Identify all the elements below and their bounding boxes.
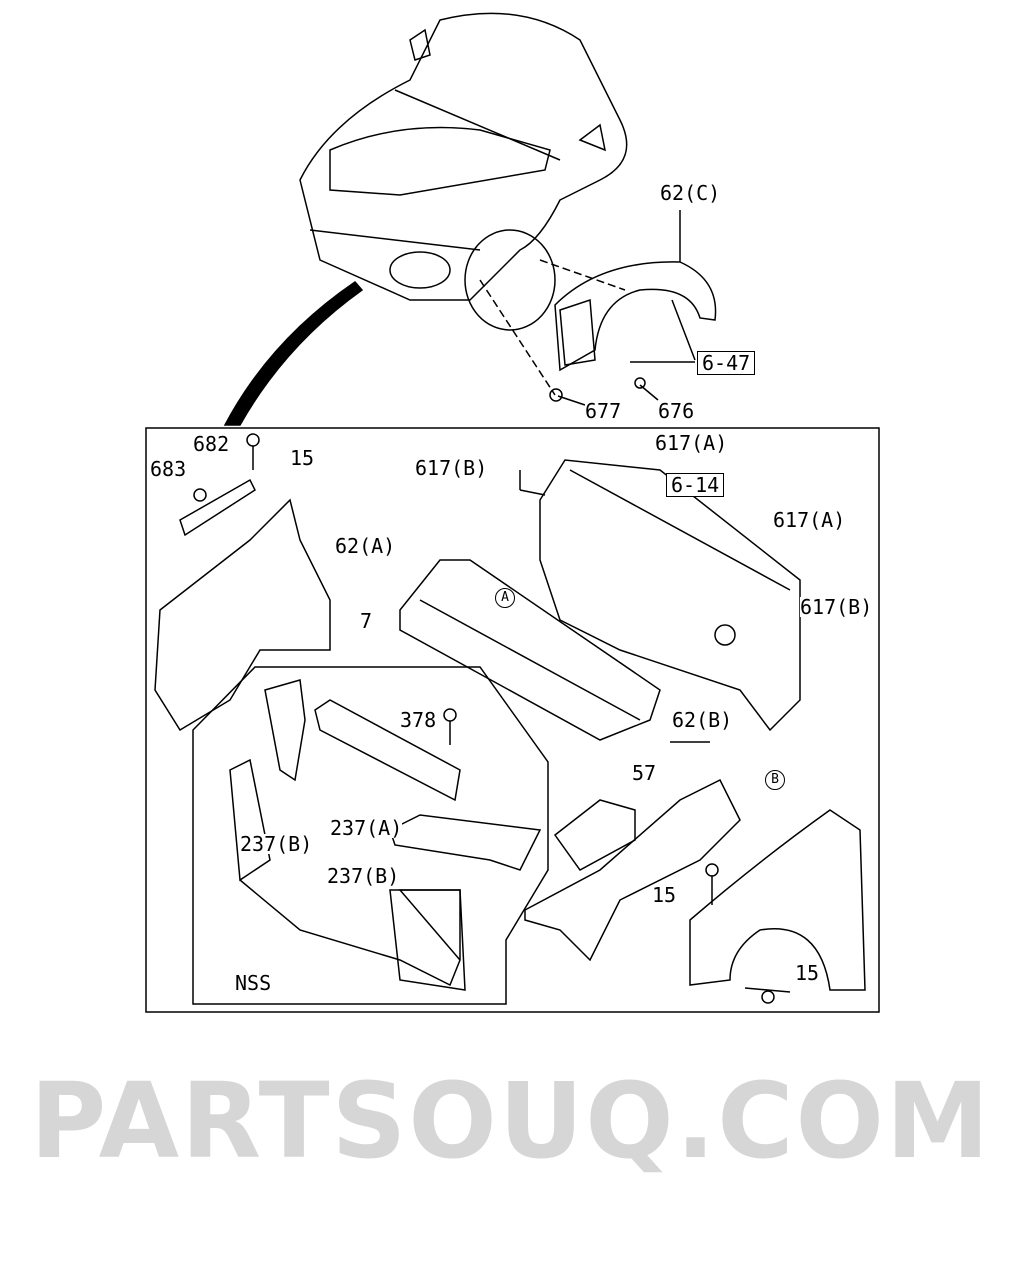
callout-62a: 62(A) [335,534,396,558]
fender-liner [479,210,717,406]
callout-b: B [765,770,785,790]
callout-682: 682 [193,432,230,456]
callout-15: 15 [795,961,820,985]
callout-617b: 617(B) [800,595,873,619]
callout-nss: NSS [235,971,272,995]
callout-617a: 617(A) [773,508,846,532]
inner-frame [192,666,549,1005]
callout-237a: 237(A) [330,816,403,840]
main-frame [145,427,880,1013]
front-fender [689,809,866,1004]
callout-237b: 237(B) [327,864,400,888]
pointer-arrow [223,281,364,426]
callout-677: 677 [585,399,622,423]
callout-62b: 62(B) [672,708,733,732]
front-apron-left [154,433,331,732]
callout-617b: 617(B) [415,456,488,480]
watermark: PARTSOUQ.COM [30,1060,992,1182]
callout-676: 676 [658,399,695,423]
callout-7: 7 [360,609,373,633]
callout-617a: 617(A) [655,431,728,455]
radiator-support-parts [229,679,542,991]
front-side-parts [524,741,741,962]
callout-57: 57 [632,761,657,785]
callout-a: A [495,588,515,608]
callout-6-47[interactable]: 6-47 [697,351,756,375]
callout-683: 683 [150,457,187,481]
callout-62c: 62(C) [660,181,721,205]
cowl-panel [399,559,661,741]
callout-15: 15 [652,883,677,907]
callout-237b: 237(B) [240,832,313,856]
callout-378: 378 [400,708,437,732]
callout-15: 15 [290,446,315,470]
dash-panel [519,459,801,732]
callout-6-14[interactable]: 6-14 [666,473,725,497]
vehicle-overview [299,12,628,331]
